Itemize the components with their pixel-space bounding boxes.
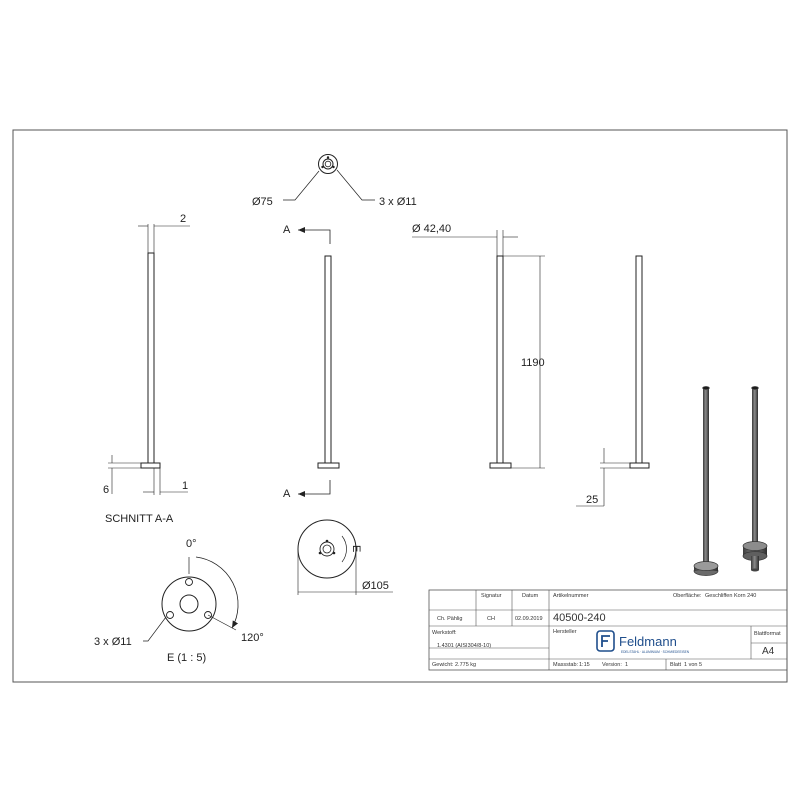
section-view: 2 6 1 SCHNITT A-A: [103, 213, 190, 525]
tb-author: Ch. Pählig: [437, 616, 462, 622]
front-view: A A: [283, 224, 340, 500]
post-side-base: [489, 462, 512, 469]
tb-signatur-label: Signatur: [481, 593, 502, 599]
dim-tube-diameter: Ø 42,40: [412, 223, 451, 235]
tb-sheet-format: A4: [762, 646, 775, 657]
detail-e-view: 0° 120° 3 x Ø11 E (1 : 5): [94, 538, 264, 664]
dim-holes-top: 3 x Ø11: [379, 196, 417, 208]
post-side-tube: [496, 255, 504, 464]
tb-datum-label: Datum: [522, 593, 539, 599]
tb-signature: CH: [487, 616, 495, 622]
angle-120-label: 120°: [241, 632, 264, 644]
tb-company-tagline: EDELSTAHL · ALUMINIUM · SCHMIEDEEISEN: [621, 650, 690, 654]
tb-artikelnummer-label: Artikelnummer: [553, 593, 589, 599]
section-view-title: SCHNITT A-A: [105, 513, 174, 525]
tb-sheet-value: 1 von 5: [684, 662, 702, 668]
tb-blatt-label: Blatt: [670, 662, 681, 668]
post-front-base: [317, 462, 340, 469]
dim-holes-detail: 3 x Ø11: [94, 636, 132, 648]
tb-hersteller-label: Hersteller: [553, 629, 577, 635]
tb-article-number: 40500-240: [553, 612, 606, 624]
detail-e-title: E (1 : 5): [167, 652, 206, 664]
section-mark-bottom: A: [283, 488, 291, 500]
tb-date: 02.09.2019: [515, 616, 543, 622]
side-view: Ø 42,40 1190: [412, 223, 545, 469]
rear-view: 25: [576, 255, 650, 507]
post-rear-base: [629, 462, 650, 469]
tb-surface-value: Geschliffen Korn 240: [705, 593, 756, 599]
dim-base-diameter: Ø105: [362, 580, 389, 592]
base-view: E Ø105: [297, 519, 393, 595]
tb-massstab-label: Massstab:: [553, 662, 579, 668]
tb-scale-value: 1:15: [579, 662, 590, 668]
tb-material-value: 1.4301 (AISI304/8-10): [437, 643, 491, 649]
tb-version-label: Version:: [602, 662, 622, 668]
post-rear-tube: [635, 255, 643, 464]
sheet-border: [12, 129, 788, 683]
section-mark-top: A: [283, 224, 291, 236]
dim-wall-label: 2: [180, 213, 186, 225]
tb-company-name: Feldmann: [619, 634, 677, 649]
dim-base-height-label: 6: [103, 484, 109, 496]
tb-gewicht-label: Gewicht:: [432, 662, 454, 668]
post-section-tube: [147, 252, 155, 464]
dim-flange-diameter: Ø75: [252, 196, 273, 208]
render-post-left: [693, 386, 719, 576]
angle-zero-label: 0°: [186, 538, 197, 550]
tb-oberflaeche-label: Oberfläche:: [673, 593, 702, 599]
post-front-tube: [324, 255, 332, 464]
top-view: Ø75 3 x Ø11: [252, 154, 417, 208]
tb-blattformat-label: Blattformat: [754, 631, 781, 637]
title-block: Signatur Datum Artikelnummer Oberfläche:…: [428, 589, 788, 671]
render-post-right: [742, 386, 768, 572]
detail-mark-e: E: [350, 545, 362, 552]
dim-base-offset-label: 1: [182, 480, 188, 492]
feldmann-logo: Feldmann EDELSTAHL · ALUMINIUM · SCHMIED…: [596, 630, 690, 654]
dim-height: 1190: [521, 357, 545, 369]
dim-thread: 25: [586, 494, 598, 506]
tb-version-value: 1: [625, 662, 628, 668]
tb-werkstoff-label: Werkstoff:: [432, 630, 457, 636]
post-section-base: [140, 462, 161, 469]
tb-weight-value: 2.775 kg: [455, 662, 476, 668]
